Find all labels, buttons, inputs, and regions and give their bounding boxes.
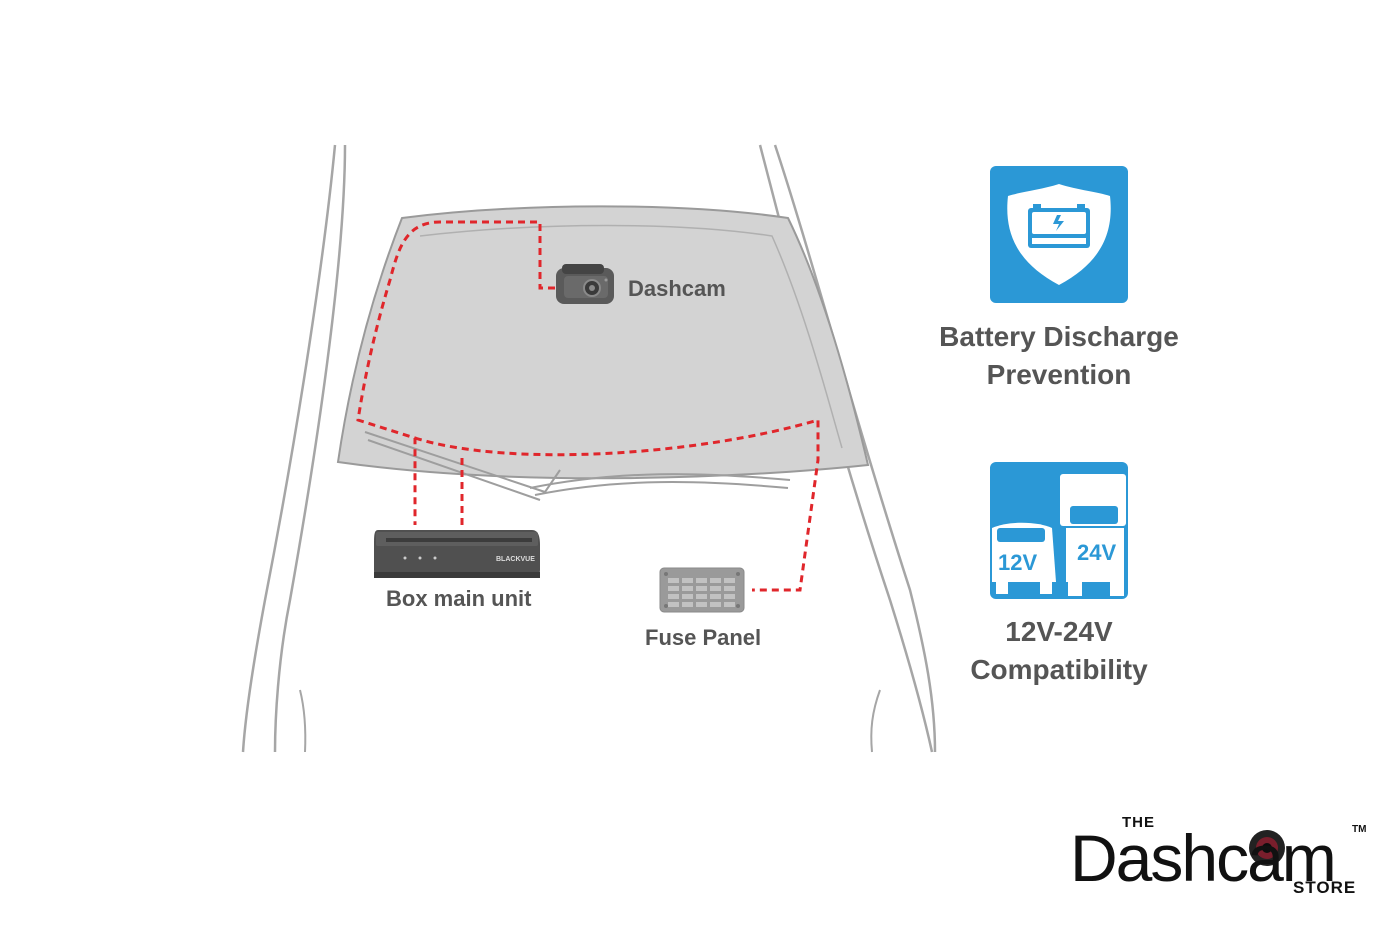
fuse-slot bbox=[696, 602, 707, 607]
logo-the: THE bbox=[1122, 814, 1155, 831]
fuse-slot bbox=[724, 594, 735, 599]
fuse-slot bbox=[710, 578, 721, 583]
wire-route bbox=[356, 220, 820, 592]
logo-word: Dashcam bbox=[1070, 821, 1337, 895]
windshield-inner-line bbox=[419, 224, 843, 449]
logo-tm: TM bbox=[1352, 824, 1367, 835]
fuse-slot bbox=[696, 586, 707, 591]
fuse-slot bbox=[724, 586, 735, 591]
fuse-slot bbox=[668, 602, 679, 607]
fuse-slot bbox=[696, 594, 707, 599]
battery-shield-icon bbox=[990, 166, 1128, 303]
feature-battery-line2: Prevention bbox=[986, 359, 1132, 390]
fuse-slot bbox=[710, 594, 721, 599]
feature-voltage-caption: 12V-24V Compatibility bbox=[909, 613, 1209, 689]
fuse-panel-device bbox=[659, 567, 745, 613]
wipers bbox=[364, 431, 791, 501]
badge-12v: 12V bbox=[998, 550, 1037, 575]
fuse-slot bbox=[710, 602, 721, 607]
fuse-slot bbox=[710, 586, 721, 591]
fuse-panel-label: Fuse Panel bbox=[645, 625, 762, 650]
badge-24v: 24V bbox=[1077, 540, 1116, 565]
fuse-slot bbox=[682, 594, 693, 599]
fuse-slot bbox=[724, 602, 735, 607]
logo-lens-mark bbox=[1249, 830, 1285, 866]
box-main-unit-label: Box main unit bbox=[386, 586, 532, 611]
dashcam-store-logo: THE Dashcam TM STORE bbox=[1070, 812, 1370, 902]
logo-store: STORE bbox=[1293, 878, 1357, 897]
fuse-slot bbox=[724, 578, 735, 583]
fuse-slot bbox=[668, 578, 679, 583]
feature-battery-line1: Battery Discharge bbox=[939, 321, 1179, 352]
dashcam-device bbox=[556, 264, 614, 304]
box-main-unit-device: BLACKVUE bbox=[374, 530, 540, 578]
dashcam-label: Dashcam bbox=[628, 276, 726, 301]
fuse-slot bbox=[682, 586, 693, 591]
car-truck-voltage-icon: 12V 24V bbox=[990, 462, 1128, 599]
fuse-slot bbox=[696, 578, 707, 583]
feature-voltage-line2: Compatibility bbox=[970, 654, 1148, 685]
fuse-slot bbox=[668, 594, 679, 599]
feature-battery-caption: Battery Discharge Prevention bbox=[909, 318, 1209, 394]
fuse-slot bbox=[682, 602, 693, 607]
box-brand-text: BLACKVUE bbox=[496, 556, 535, 563]
fuse-slot bbox=[668, 586, 679, 591]
windshield bbox=[336, 205, 870, 480]
fuse-slot bbox=[682, 578, 693, 583]
feature-voltage-line1: 12V-24V bbox=[1005, 616, 1113, 647]
